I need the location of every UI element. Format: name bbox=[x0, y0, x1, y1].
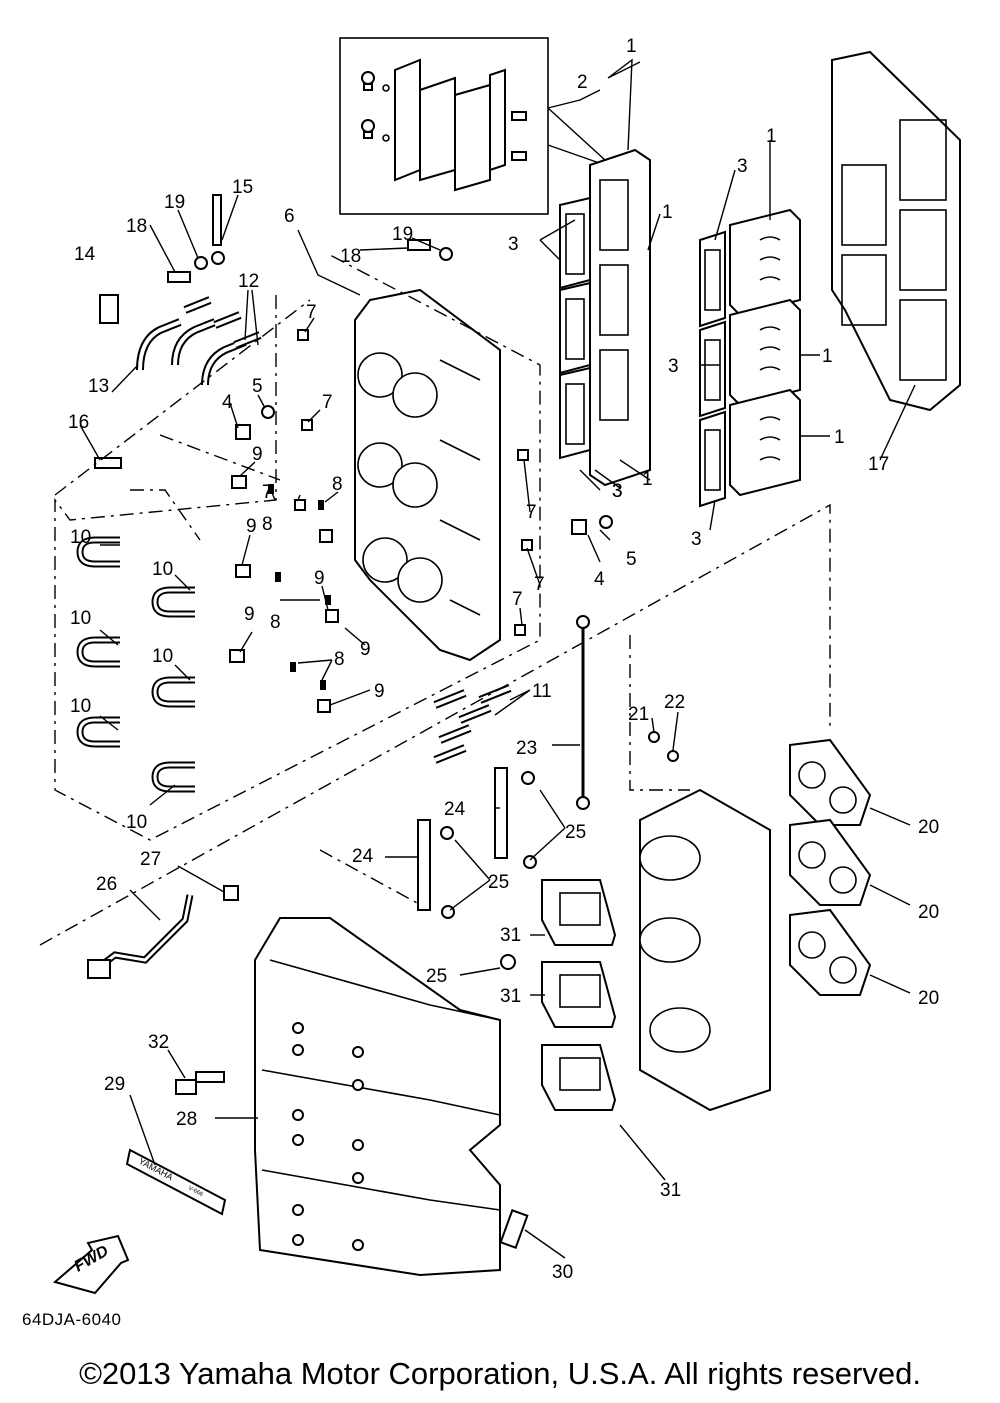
callout-4: 4 bbox=[222, 392, 233, 413]
callout-8: 8 bbox=[262, 514, 273, 535]
callout-25: 25 bbox=[565, 822, 586, 843]
reed-valve-detail-inset bbox=[339, 37, 606, 215]
callout-6: 6 bbox=[284, 206, 295, 227]
callout-3: 3 bbox=[691, 529, 702, 550]
callout-13: 13 bbox=[88, 376, 109, 397]
callout-16: 16 bbox=[68, 412, 89, 433]
assembly-outlines bbox=[39, 254, 831, 946]
leader-lines bbox=[79, 58, 916, 1259]
callout-12: 12 bbox=[238, 271, 259, 292]
callout-24: 24 bbox=[444, 799, 466, 820]
callout-1: 1 bbox=[766, 126, 777, 147]
callout-1: 1 bbox=[834, 427, 845, 448]
callout-8: 8 bbox=[332, 474, 343, 495]
crankcase-cover bbox=[354, 288, 501, 662]
throttle-body-assembly bbox=[576, 615, 872, 1112]
callout-3: 3 bbox=[668, 356, 679, 377]
copyright-notice: ©2013 Yamaha Motor Corporation, U.S.A. A… bbox=[79, 1356, 921, 1391]
misc-parts bbox=[87, 885, 529, 1249]
callout-23: 23 bbox=[516, 738, 537, 759]
callout-25: 25 bbox=[426, 966, 447, 987]
callout-31: 31 bbox=[660, 1180, 681, 1201]
callout-7: 7 bbox=[526, 502, 537, 523]
callout-9: 9 bbox=[314, 568, 325, 589]
callout-32: 32 bbox=[148, 1032, 169, 1053]
callout-labels: 1 2 1 3 1 3 3 1 1 1 3 3 17 15 19 18 6 19… bbox=[68, 36, 939, 1283]
reed-valve-assembly-left bbox=[559, 148, 651, 487]
callout-1: 1 bbox=[626, 36, 637, 57]
callout-3: 3 bbox=[737, 156, 748, 177]
callout-10: 10 bbox=[152, 646, 173, 667]
callout-14: 14 bbox=[74, 244, 96, 265]
callout-10: 10 bbox=[126, 812, 147, 833]
callout-20: 20 bbox=[918, 988, 939, 1009]
callout-17: 17 bbox=[868, 454, 889, 475]
callout-29: 29 bbox=[104, 1074, 125, 1095]
parts-diagram: YAMAHA V-666 FWD bbox=[39, 36, 961, 1295]
callout-10: 10 bbox=[70, 608, 91, 629]
plate-gaskets bbox=[541, 879, 617, 1111]
callout-1: 1 bbox=[662, 202, 673, 223]
callout-24: 24 bbox=[352, 846, 374, 867]
callout-1: 1 bbox=[822, 346, 833, 367]
callout-3: 3 bbox=[612, 481, 623, 502]
callout-19: 19 bbox=[164, 192, 185, 213]
callout-15: 15 bbox=[232, 177, 253, 198]
callout-28: 28 bbox=[176, 1109, 197, 1130]
callout-3: 3 bbox=[612, 481, 623, 502]
callout-5: 5 bbox=[626, 549, 637, 570]
callout-9: 9 bbox=[374, 681, 385, 702]
callout-9: 9 bbox=[246, 516, 257, 537]
callout-25: 25 bbox=[488, 872, 509, 893]
callout-9: 9 bbox=[244, 604, 255, 625]
callout-20: 20 bbox=[918, 902, 939, 923]
callout-5: 5 bbox=[252, 376, 263, 397]
hoses bbox=[76, 296, 512, 793]
callout-10: 10 bbox=[70, 696, 91, 717]
callout-1: 1 bbox=[642, 469, 653, 490]
intake-silencer-cover bbox=[254, 917, 501, 1277]
diagram-code: 64DJA-6040 bbox=[22, 1310, 122, 1329]
callout-19: 19 bbox=[392, 224, 413, 245]
callout-30: 30 bbox=[552, 1262, 573, 1283]
callout-7: 7 bbox=[322, 392, 333, 413]
callout-18: 18 bbox=[340, 246, 361, 267]
yamaha-decal: YAMAHA V-666 bbox=[125, 1148, 227, 1216]
callout-31: 31 bbox=[500, 986, 521, 1007]
callout-9: 9 bbox=[252, 444, 263, 465]
callout-11: 11 bbox=[532, 681, 552, 702]
callout-3: 3 bbox=[508, 234, 519, 255]
callout-21: 21 bbox=[628, 704, 649, 725]
reed-valve-assembly-right bbox=[699, 208, 801, 508]
callout-9: 9 bbox=[360, 639, 371, 660]
callout-10: 10 bbox=[70, 527, 91, 548]
callout-4: 4 bbox=[594, 569, 605, 590]
fittings bbox=[94, 194, 613, 713]
link-rods bbox=[417, 767, 537, 970]
callout-7: 7 bbox=[306, 302, 317, 323]
callout-20: 20 bbox=[918, 817, 939, 838]
callout-26: 26 bbox=[96, 874, 117, 895]
callout-7: 7 bbox=[512, 589, 523, 610]
callout-7: 7 bbox=[534, 574, 545, 595]
callout-7: 7 bbox=[262, 482, 273, 503]
callout-10: 10 bbox=[152, 559, 173, 580]
callout-8: 8 bbox=[270, 612, 281, 633]
callout-27: 27 bbox=[140, 849, 161, 870]
forward-arrow-icon: FWD bbox=[52, 1234, 130, 1295]
callout-18: 18 bbox=[126, 216, 147, 237]
callout-22: 22 bbox=[664, 692, 685, 713]
callout-31: 31 bbox=[500, 925, 521, 946]
callout-8: 8 bbox=[334, 649, 345, 670]
large-gasket bbox=[831, 50, 961, 412]
callout-2: 2 bbox=[577, 72, 588, 93]
